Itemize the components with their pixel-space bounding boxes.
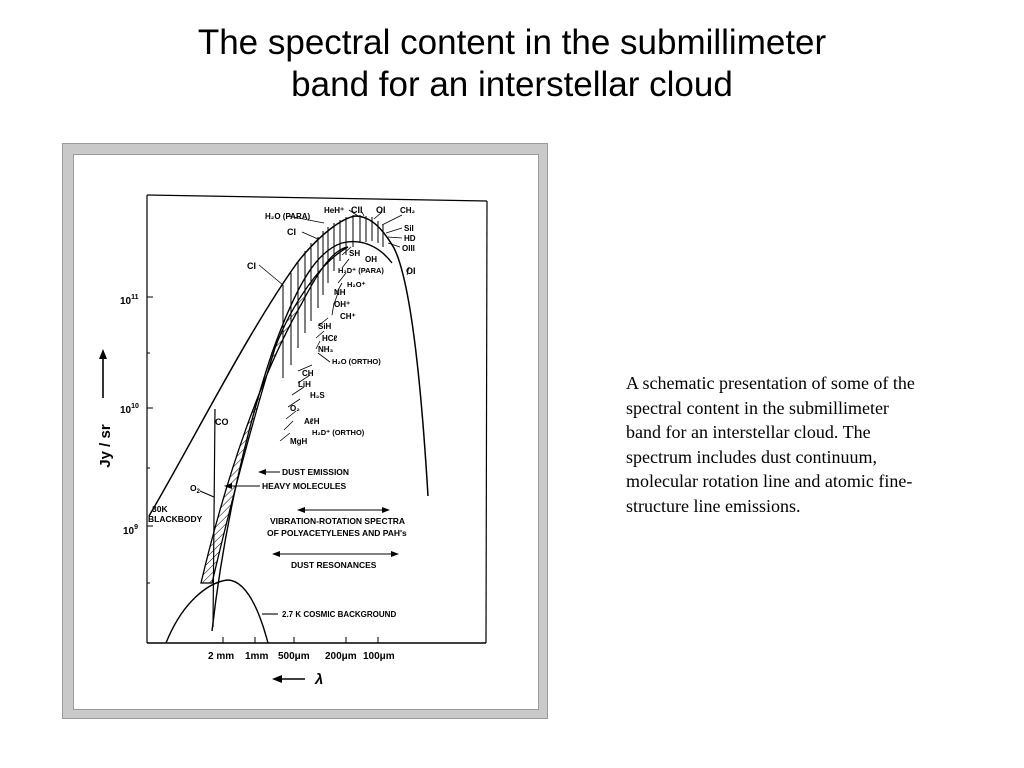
label-nh3: NH₃	[318, 345, 334, 354]
dust-emission-region	[200, 246, 349, 584]
x-tick-label-1mm: 1mm	[245, 651, 268, 662]
vibration-band-label-2: OF POLYACETYLENES AND PAH's	[267, 528, 407, 538]
x-tick-label-2mm: 2 mm	[208, 651, 234, 662]
figure-caption: A schematic presentation of some of the …	[626, 373, 915, 516]
dust-resonances-arrow-left	[272, 551, 280, 557]
y-tick-label-9: 109	[123, 524, 138, 537]
label-hcl: HCℓ	[322, 334, 338, 343]
y-tick-label-11: 1011	[120, 294, 139, 307]
dust-emission-arrowhead	[258, 469, 266, 475]
label-alh: AℓH	[304, 417, 320, 426]
label-ch: CH	[302, 369, 314, 378]
label-ci-upper: CI	[287, 227, 296, 237]
x-tick-label-100um: 100μm	[363, 651, 395, 662]
label-oiii: OIII	[402, 244, 415, 253]
spectral-diagram: 1011 1010 109 Jy / sr 2 mm 1mm 500μm 200…	[97, 194, 488, 688]
label-oh-plus: OH⁺	[334, 300, 350, 309]
cosmic-background-label: 2.7 K COSMIC BACKGROUND	[282, 610, 396, 619]
heavy-molecules-label: HEAVY MOLECULES	[262, 481, 347, 491]
figure-panel	[73, 154, 539, 710]
x-tick-label-200um: 200μm	[325, 651, 357, 662]
y-axis-label: Jy / sr	[97, 424, 114, 468]
dust-resonances-label: DUST RESONANCES	[291, 560, 377, 570]
co-label: CO	[215, 417, 229, 427]
label-h2d-para: H₂D⁺ (PARA)	[338, 266, 384, 275]
plot-top-axis	[146, 194, 488, 202]
vibration-band-label-1: VIBRATION-ROTATION SPECTRA	[270, 516, 405, 526]
plot-right-axis	[485, 200, 488, 644]
inner-spectrum-curve	[211, 241, 393, 632]
label-ci-lower: CI	[247, 261, 256, 271]
title-line-1: The spectral content in the submillimete…	[197, 23, 827, 62]
emission-lines	[282, 215, 384, 378]
label-h2d-ortho: H₂D⁺ (ORTHO)	[312, 428, 365, 437]
label-leaders	[258, 209, 410, 442]
heavy-molecules-arrowhead	[224, 483, 232, 489]
label-oh: OH	[365, 255, 377, 264]
label-sh: SH	[349, 249, 360, 258]
label-hd: HD	[404, 234, 416, 243]
y-tick-label-10: 1010	[120, 403, 139, 416]
label-oi-top: OI	[376, 205, 386, 215]
label-sih: SiH	[318, 322, 332, 331]
slide-title: The spectral content in the submillimete…	[0, 22, 1024, 106]
label-heh-plus: HeH⁺	[324, 206, 344, 215]
label-cii: CII	[351, 205, 363, 215]
dust-emission-label: DUST EMISSION	[282, 467, 349, 477]
blackbody-label-2: BLACKBODY	[148, 514, 203, 524]
o2-left-leader	[199, 490, 215, 498]
label-h2o-plus: H₂O⁺	[347, 280, 366, 289]
label-nh: NH	[334, 288, 346, 297]
figure-frame	[62, 143, 548, 719]
co-line	[212, 408, 216, 628]
label-lih: LiH	[298, 380, 311, 389]
y-axis-arrowhead	[99, 349, 107, 359]
x-axis-symbol: λ	[314, 671, 323, 688]
x-axis-arrowhead	[272, 675, 282, 683]
label-h2o-ortho: H₂O (ORTHO)	[332, 357, 381, 366]
label-o2-mid: O₂	[290, 404, 300, 413]
x-tick-label-500um: 500μm	[278, 651, 310, 662]
title-line-2: band for an interstellar cloud	[291, 65, 733, 104]
vibration-band-arrow-left	[297, 507, 305, 513]
label-oi-right: OI	[406, 266, 416, 276]
label-ch-plus: CH⁺	[340, 312, 356, 321]
label-ch2: CH₂	[400, 206, 416, 215]
blackbody-label-1: 30K	[152, 504, 168, 514]
vibration-band-arrow-right	[382, 507, 390, 513]
dust-resonances-arrow-right	[391, 551, 399, 557]
label-sii: SiI	[404, 224, 414, 233]
label-h2s: H₂S	[310, 391, 325, 400]
label-h2o-para: H₂O (PARA)	[265, 212, 311, 221]
cosmic-background-curve	[165, 579, 269, 644]
o2-left-label: O2	[190, 483, 201, 495]
label-mgh: MgH	[290, 437, 308, 446]
